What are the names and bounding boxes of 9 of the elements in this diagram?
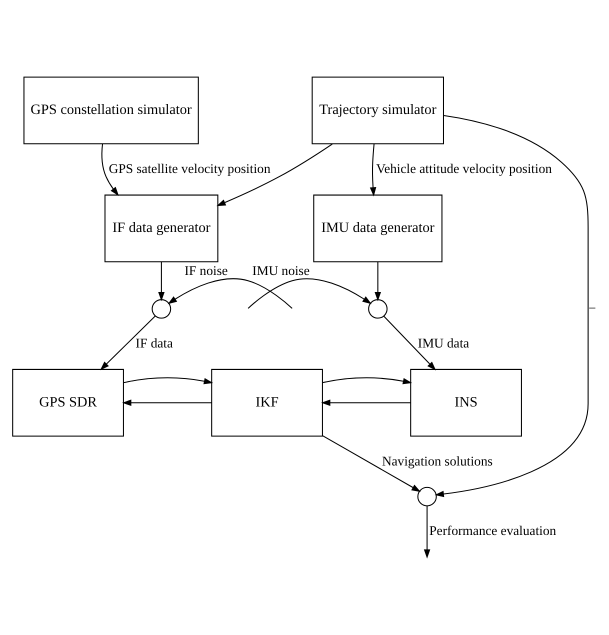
edge-label: Navigation solutions <box>382 453 493 468</box>
edge-label: IF noise <box>184 263 228 278</box>
edge-label: Vehicle attitude velocity position <box>376 160 552 176</box>
edge-label: Performance evaluation <box>429 523 556 538</box>
edge-label: IMU noise <box>252 263 310 278</box>
edge-label: − <box>588 300 596 316</box>
edge-label: IMU data <box>418 335 470 350</box>
edge-label: GPS satellite velocity position <box>108 160 271 176</box>
edge-label: IF data <box>136 335 173 350</box>
